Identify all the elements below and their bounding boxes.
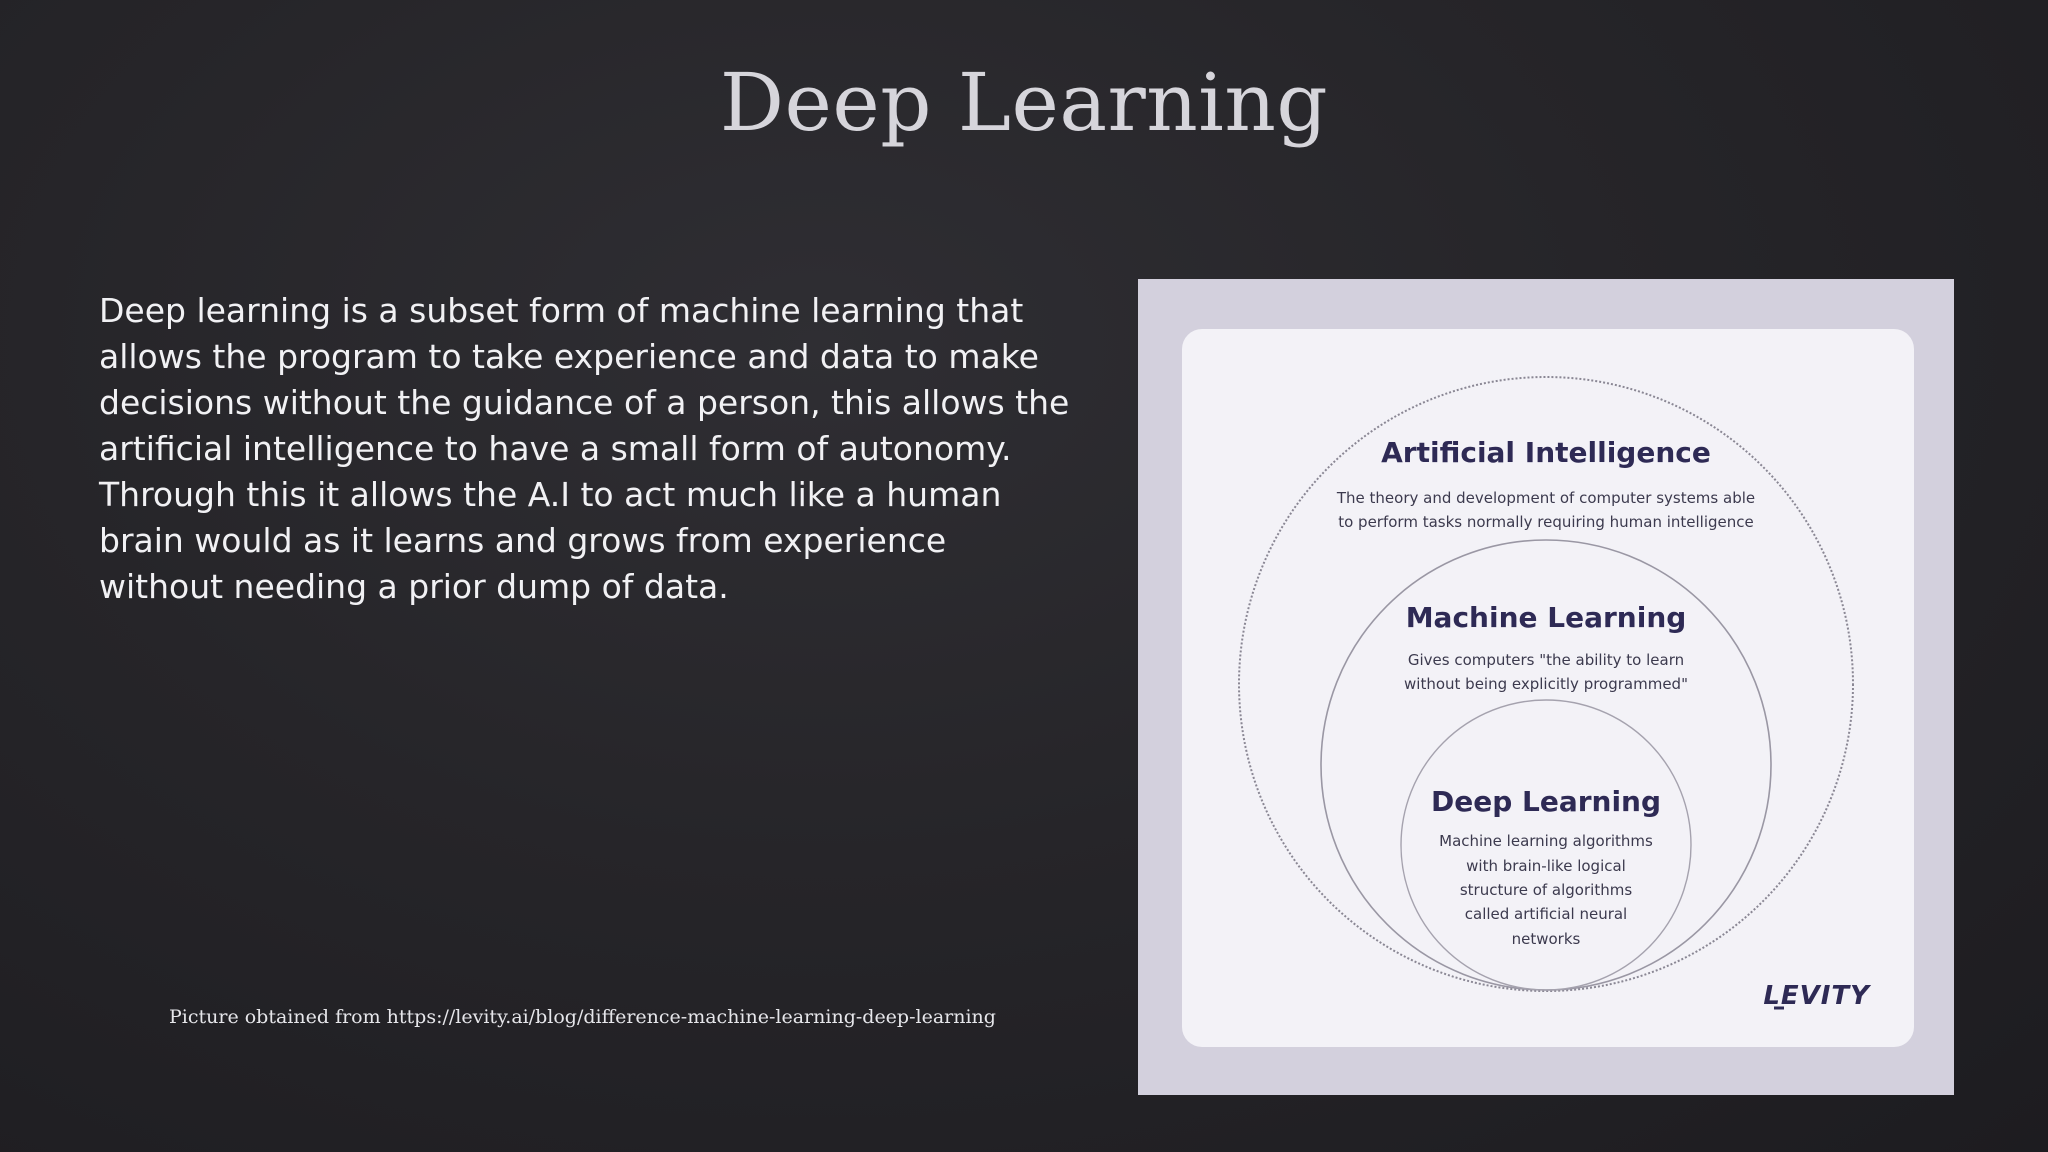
image-source-caption: Picture obtained from https://levity.ai/… [169, 1006, 996, 1028]
ai-title: Artificial Intelligence [1381, 436, 1711, 469]
dl-desc-line-1: Machine learning algorithms [1439, 832, 1653, 850]
ml-title: Machine Learning [1406, 601, 1687, 634]
slide-title: Deep Learning [719, 56, 1329, 149]
ai-ml-dl-figure: Artificial Intelligence The theory and d… [1138, 279, 1954, 1095]
dl-circle [1400, 699, 1692, 991]
figure-card: Artificial Intelligence The theory and d… [1182, 329, 1914, 1047]
ml-desc-line-2: without being explicitly programmed" [1404, 675, 1688, 693]
dl-desc-line-4: called artificial neural [1465, 905, 1627, 923]
dl-desc-line-3: structure of algorithms [1460, 881, 1632, 899]
levity-logo: LEVITY [1763, 981, 1872, 1011]
dl-desc-line-2: with brain-like logical [1466, 857, 1626, 875]
ai-desc-line-2: to perform tasks normally requiring huma… [1338, 513, 1754, 531]
ai-circle [1238, 376, 1854, 992]
nested-circles-diagram: Artificial Intelligence The theory and d… [1238, 376, 1872, 1011]
dl-title: Deep Learning [1431, 785, 1661, 818]
dl-desc-line-5: networks [1512, 930, 1581, 948]
slide-body-text: Deep learning is a subset form of machin… [99, 291, 1070, 606]
ai-desc-line-1: The theory and development of computer s… [1336, 489, 1755, 507]
ml-desc-line-1: Gives computers "the ability to learn [1408, 651, 1684, 669]
